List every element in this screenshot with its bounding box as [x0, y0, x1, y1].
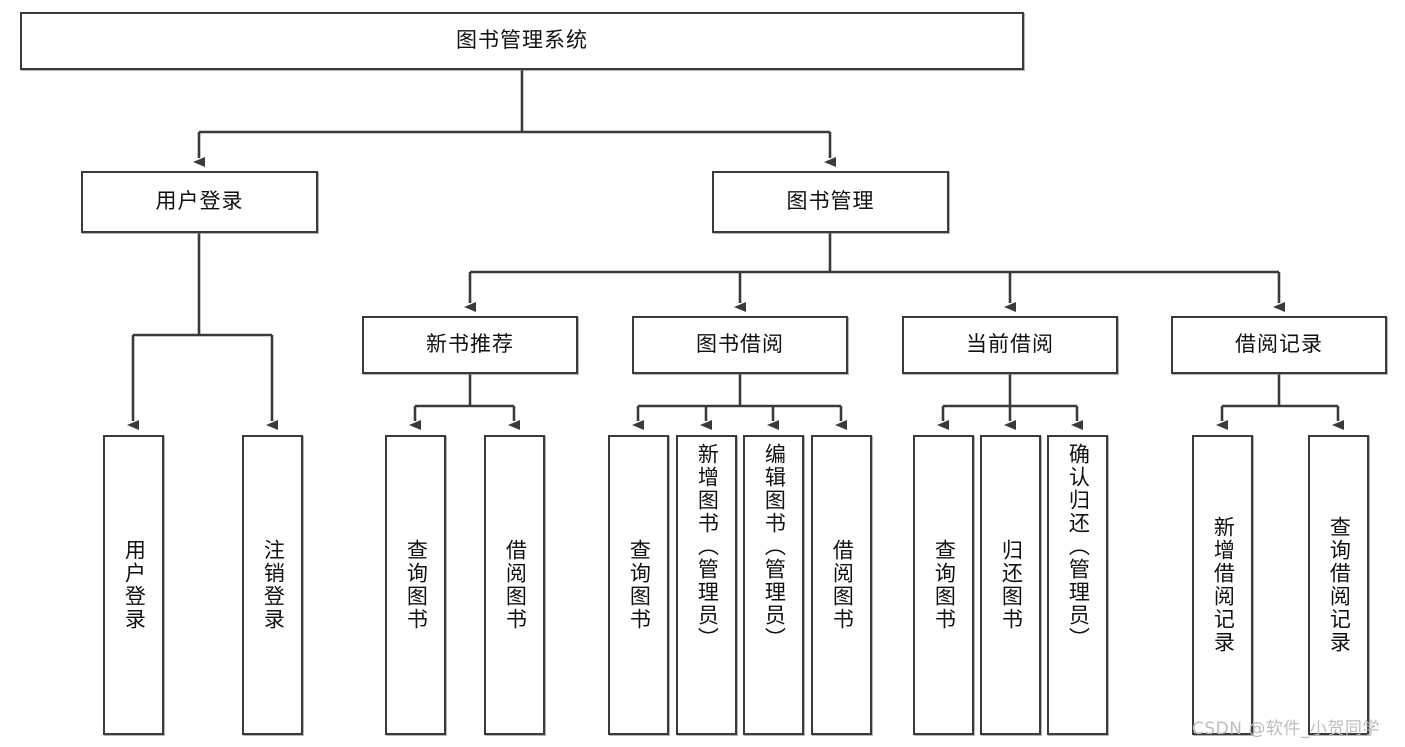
node-leaf-query-book-2-label: 查询图书: [627, 539, 652, 631]
node-new-book-recommend-label: 新书推荐: [426, 332, 514, 357]
node-book-borrow[interactable]: 图书借阅: [632, 316, 848, 374]
node-leaf-borrow-book-2-label: 借阅图书: [830, 539, 855, 631]
node-leaf-confirm-return-admin[interactable]: 确认归还（管理员）: [1047, 435, 1108, 735]
node-new-book-recommend[interactable]: 新书推荐: [362, 316, 578, 374]
node-borrow-records[interactable]: 借阅记录: [1171, 316, 1387, 374]
node-book-management[interactable]: 图书管理: [712, 171, 949, 233]
node-leaf-borrow-book-1[interactable]: 借阅图书: [484, 435, 545, 735]
node-leaf-borrow-book-2[interactable]: 借阅图书: [811, 435, 872, 735]
node-current-borrow[interactable]: 当前借阅: [902, 316, 1118, 374]
node-root[interactable]: 图书管理系统: [20, 12, 1024, 70]
node-leaf-query-book-3-label: 查询图书: [932, 539, 957, 631]
node-leaf-query-book-1[interactable]: 查询图书: [385, 435, 446, 735]
node-leaf-logout[interactable]: 注销登录: [242, 435, 303, 735]
node-borrow-records-label: 借阅记录: [1235, 332, 1323, 357]
node-leaf-user-login[interactable]: 用户登录: [103, 435, 164, 735]
node-leaf-query-borrow-record-label: 查询借阅记录: [1327, 516, 1352, 654]
node-leaf-query-borrow-record[interactable]: 查询借阅记录: [1308, 435, 1369, 735]
csdn-watermark: CSDN @软件_小贺同学: [1192, 719, 1380, 739]
node-leaf-add-borrow-record[interactable]: 新增借阅记录: [1192, 435, 1253, 735]
node-leaf-query-book-1-label: 查询图书: [404, 539, 429, 631]
node-leaf-borrow-book-1-label: 借阅图书: [503, 539, 528, 631]
node-leaf-return-book-label: 归还图书: [999, 539, 1024, 631]
node-leaf-add-book-admin[interactable]: 新增图书（管理员）: [676, 435, 737, 735]
node-leaf-add-book-admin-label: 新增图书（管理员）: [695, 443, 720, 650]
node-leaf-query-book-2[interactable]: 查询图书: [608, 435, 669, 735]
node-user-login-label: 用户登录: [155, 189, 244, 214]
node-leaf-user-login-label: 用户登录: [122, 539, 147, 631]
node-leaf-query-book-3[interactable]: 查询图书: [913, 435, 974, 735]
node-leaf-edit-book-admin[interactable]: 编辑图书（管理员）: [743, 435, 804, 735]
node-leaf-return-book[interactable]: 归还图书: [980, 435, 1041, 735]
node-book-borrow-label: 图书借阅: [696, 332, 784, 357]
node-root-label: 图书管理系统: [456, 28, 588, 53]
node-leaf-confirm-return-admin-label: 确认归还（管理员）: [1066, 443, 1091, 650]
node-current-borrow-label: 当前借阅: [966, 332, 1054, 357]
node-user-login[interactable]: 用户登录: [81, 171, 318, 233]
node-leaf-logout-label: 注销登录: [261, 539, 286, 631]
node-leaf-add-borrow-record-label: 新增借阅记录: [1211, 516, 1236, 654]
node-leaf-edit-book-admin-label: 编辑图书（管理员）: [762, 443, 787, 650]
node-book-management-label: 图书管理: [786, 189, 875, 214]
